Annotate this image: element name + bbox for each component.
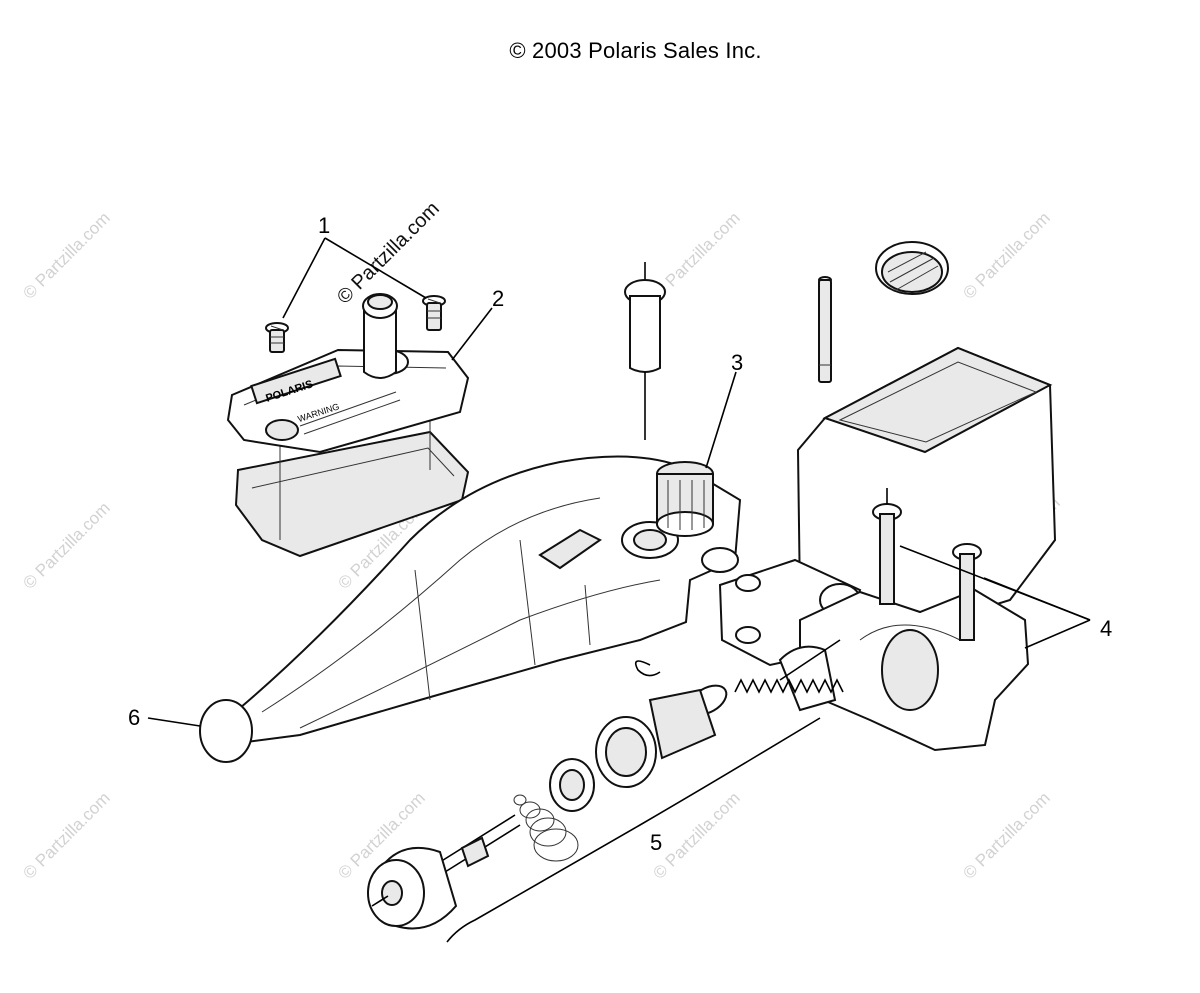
- watermark: © Partzilla.com: [959, 208, 1053, 302]
- watermark: © Partzilla.com: [649, 788, 743, 882]
- return-spring: [734, 639, 844, 694]
- cover-plunger: [363, 307, 397, 379]
- watermark: © Partzilla.com: [19, 498, 113, 592]
- screw-right: [422, 295, 446, 331]
- callout-4: 4: [1100, 616, 1112, 641]
- watermark: © Partzilla.com: [959, 788, 1053, 882]
- callout-3: 3: [731, 350, 743, 375]
- pivot-bolt: [624, 262, 666, 440]
- clamp-bolt-1: [872, 488, 902, 605]
- push-rod: [439, 814, 521, 873]
- piston-kit: [367, 639, 844, 943]
- diaphragm: [234, 430, 470, 558]
- reservoir-cap: [875, 241, 949, 295]
- brake-lever: [199, 455, 742, 763]
- callout-1: 1: [318, 213, 330, 238]
- clamp-bolt-2: [952, 543, 982, 641]
- callout-labels: 1 2 3 4 5 6: [128, 213, 1112, 855]
- piston-cups: [549, 684, 728, 812]
- pivot-bushing: [656, 461, 714, 537]
- cover-label: [250, 357, 342, 405]
- copyright-notice: © 2003 Polaris Sales Inc.: [509, 38, 762, 63]
- reservoir-cover-assembly: POLARIS WARNING: [226, 293, 470, 558]
- screw-left: [265, 322, 289, 353]
- watermark: © Partzilla.com: [19, 208, 113, 302]
- cover-screws: [265, 295, 446, 353]
- e-clip: [634, 660, 661, 677]
- callout-6: 6: [128, 705, 140, 730]
- watermark: © Partzilla.com: [19, 788, 113, 882]
- master-cylinder-body: [718, 346, 1057, 752]
- cone-spring: [513, 794, 579, 862]
- dust-boot: [367, 847, 458, 930]
- leader-lines: [147, 237, 1091, 727]
- reservoir-pin: [818, 276, 832, 383]
- callout-5: 5: [650, 830, 662, 855]
- callout-2: 2: [492, 286, 504, 311]
